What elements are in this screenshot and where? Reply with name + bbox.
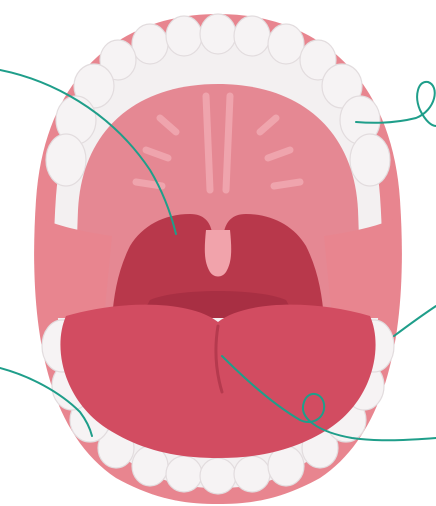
upper-tooth [46, 134, 86, 186]
palate-ridge [274, 182, 300, 186]
lower-tooth [234, 456, 270, 492]
palate-ridge [226, 96, 230, 190]
line-to-right-lower-teeth [394, 306, 436, 336]
upper-tooth [350, 134, 390, 186]
upper-tooth [200, 14, 236, 54]
lower-tooth [200, 458, 236, 494]
upper-tooth [132, 24, 168, 64]
lower-tooth [166, 456, 202, 492]
upper-tooth [234, 16, 270, 56]
uvula [205, 230, 231, 277]
upper-tooth [268, 24, 304, 64]
palate-ridge [206, 96, 210, 190]
upper-tooth [166, 16, 202, 56]
